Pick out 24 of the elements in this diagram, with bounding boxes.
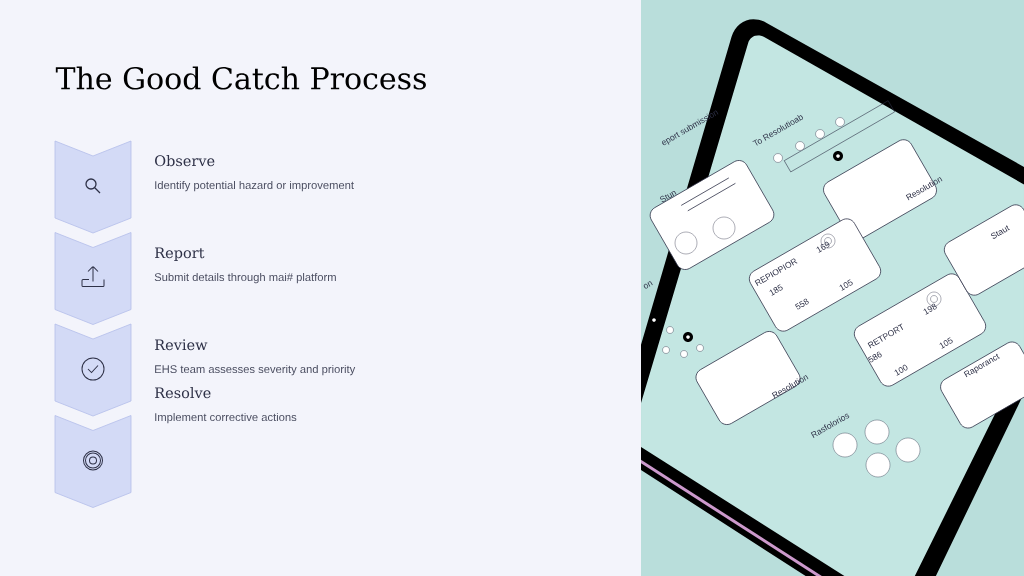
chevron-shape [54, 232, 132, 325]
step-description: Submit details through mai# platform [154, 272, 336, 284]
screen-text: on [643, 281, 653, 289]
screen-text: 100 [894, 364, 908, 376]
chevron-shape [54, 323, 132, 417]
screen-text: 185 [769, 284, 783, 296]
screen-text: 558 [795, 298, 809, 310]
title: The Good Catch Process [55, 66, 426, 90]
step-description: EHS team assesses severity and priority [155, 364, 356, 376]
screen-text: 169 [816, 241, 830, 253]
screen-text: 105 [939, 337, 953, 349]
screen-text: 586 [868, 351, 882, 363]
screen-text: 198 [923, 303, 937, 315]
step-heading: Observe [155, 155, 215, 167]
screen-text: Stun [660, 190, 677, 203]
step-heading: Report [155, 247, 205, 261]
chevron-shape [54, 140, 132, 234]
step-heading: Review [155, 339, 208, 351]
screen-text: Staut [991, 225, 1010, 239]
chevron-shape [54, 415, 132, 508]
screen-text: 105 [839, 279, 853, 291]
step-description: Implement corrective actions [155, 412, 297, 424]
step-heading: Resolve [155, 387, 211, 399]
step-description: Identify potential hazard or improvement [155, 180, 354, 192]
